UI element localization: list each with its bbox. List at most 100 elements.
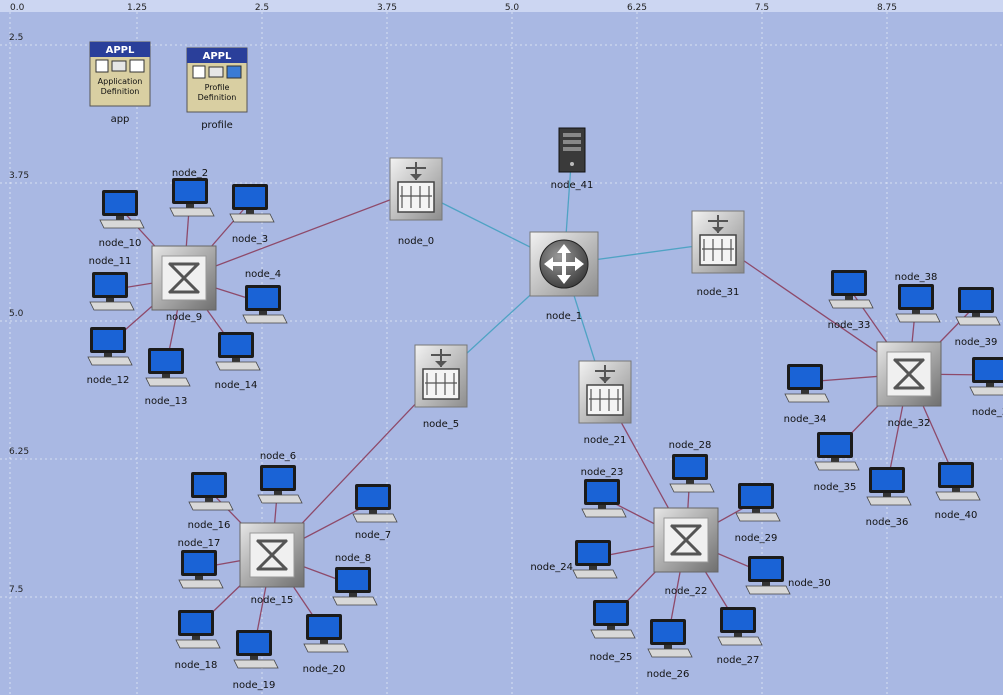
node-19[interactable]: node_19 <box>233 630 279 691</box>
ruler-tick-y: 2.5 <box>9 33 23 43</box>
node-label: node_41 <box>551 180 594 191</box>
node-label: node_26 <box>647 669 690 680</box>
workstation-icon <box>669 454 715 493</box>
node-label: node_29 <box>735 533 778 544</box>
node-label: node_21 <box>584 435 627 446</box>
workstation-icon <box>215 332 261 371</box>
node-label: node_9 <box>166 312 202 323</box>
workstation-icon <box>99 190 145 229</box>
workstation-icon <box>590 600 636 639</box>
config-object-badge: APPL <box>106 45 135 56</box>
node-13[interactable]: node_13 <box>145 348 191 407</box>
firewall-icon <box>578 360 632 424</box>
node-6[interactable]: node_6 <box>257 451 303 504</box>
node-22[interactable]: node_22 <box>653 507 719 597</box>
node-25[interactable]: node_25 <box>590 600 636 663</box>
node-16[interactable]: node_16 <box>188 472 234 531</box>
firewall-icon <box>389 157 443 221</box>
workstation-icon <box>169 178 215 217</box>
node-31[interactable]: node_31 <box>691 210 745 298</box>
config-object-text-1: Application <box>98 77 143 86</box>
application-icon <box>95 59 145 73</box>
node-17[interactable]: node_17 <box>178 538 224 589</box>
node-23[interactable]: node_23 <box>581 467 627 518</box>
node-32[interactable]: node_32 <box>876 341 942 429</box>
node-7[interactable]: node_7 <box>352 484 398 541</box>
node-37[interactable]: node_3 <box>969 357 1003 418</box>
node-28[interactable]: node_28 <box>669 440 715 493</box>
node-3[interactable]: node_3 <box>229 184 275 245</box>
node-label: node_13 <box>145 396 188 407</box>
node-21[interactable]: node_21 <box>578 360 632 446</box>
node-14[interactable]: node_14 <box>215 332 261 391</box>
node-2[interactable]: node_2 <box>169 168 215 217</box>
node-label: node_36 <box>866 517 909 528</box>
node-label: node_40 <box>935 510 978 521</box>
node-8[interactable]: node_8 <box>332 553 378 606</box>
node-29[interactable]: node_29 <box>735 483 781 544</box>
node-label: node_8 <box>335 553 371 564</box>
node-label: node_27 <box>717 655 760 666</box>
node-label: node_3 <box>972 407 1003 418</box>
node-15[interactable]: node_15 <box>239 522 305 606</box>
node-label: node_4 <box>245 269 281 280</box>
node-4[interactable]: node_4 <box>242 269 288 324</box>
workstation-icon <box>89 272 135 311</box>
workstation-icon <box>745 556 791 595</box>
node-0[interactable]: node_0 <box>389 157 443 247</box>
node-label: node_19 <box>233 680 276 691</box>
node-label: node_35 <box>814 482 857 493</box>
workstation-icon <box>969 357 1003 396</box>
node-24[interactable]: node_24 <box>530 540 618 579</box>
node-36[interactable]: node_36 <box>866 467 912 528</box>
firewall-icon <box>414 344 468 408</box>
ruler-tick-x: 8.75 <box>877 3 897 13</box>
node-11[interactable]: node_11 <box>89 256 135 311</box>
ruler-tick-x: 5.0 <box>505 3 520 13</box>
node-label: node_6 <box>260 451 296 462</box>
switch-icon <box>239 522 305 588</box>
node-label: node_11 <box>89 256 132 267</box>
node-30[interactable]: node_30 <box>745 556 831 595</box>
node-label: node_34 <box>784 414 827 425</box>
node-40[interactable]: node_40 <box>935 462 981 521</box>
node-label: node_38 <box>895 272 938 283</box>
workstation-icon <box>572 540 618 579</box>
node-5[interactable]: node_5 <box>414 344 468 430</box>
node-label: node_3 <box>232 234 268 245</box>
workstation-icon <box>145 348 191 387</box>
firewall-icon <box>691 210 745 274</box>
node-18[interactable]: node_18 <box>175 610 221 671</box>
node-label: node_16 <box>188 520 231 531</box>
node-20[interactable]: node_20 <box>303 614 349 675</box>
node-38[interactable]: node_38 <box>895 272 941 323</box>
node-9[interactable]: node_9 <box>151 245 217 323</box>
node-12[interactable]: node_12 <box>87 327 133 386</box>
ruler-tick-y: 5.0 <box>9 309 24 319</box>
node-27[interactable]: node_27 <box>717 607 763 666</box>
node-label: node_7 <box>355 530 391 541</box>
link-node_0-node_9[interactable] <box>183 189 417 279</box>
ruler-tick-x: 3.75 <box>377 3 397 13</box>
node-35[interactable]: node_35 <box>814 432 860 493</box>
node-26[interactable]: node_26 <box>647 619 693 680</box>
config-objects-layer: APPLApplicationDefinitionappAPPLProfileD… <box>89 41 248 131</box>
workstation-icon <box>303 614 349 653</box>
node-34[interactable]: node_34 <box>784 364 830 425</box>
node-10[interactable]: node_10 <box>99 190 145 249</box>
node-39[interactable]: node_39 <box>955 287 1001 348</box>
workstation-icon <box>581 479 627 518</box>
node-33[interactable]: node_33 <box>828 270 874 331</box>
top-ruler-bar <box>0 0 1003 12</box>
node-41[interactable]: node_41 <box>551 127 594 191</box>
node-1[interactable]: node_1 <box>529 231 599 322</box>
node-label: node_31 <box>697 287 740 298</box>
ruler-tick-y: 6.25 <box>9 447 29 457</box>
workstation-icon <box>895 284 941 323</box>
